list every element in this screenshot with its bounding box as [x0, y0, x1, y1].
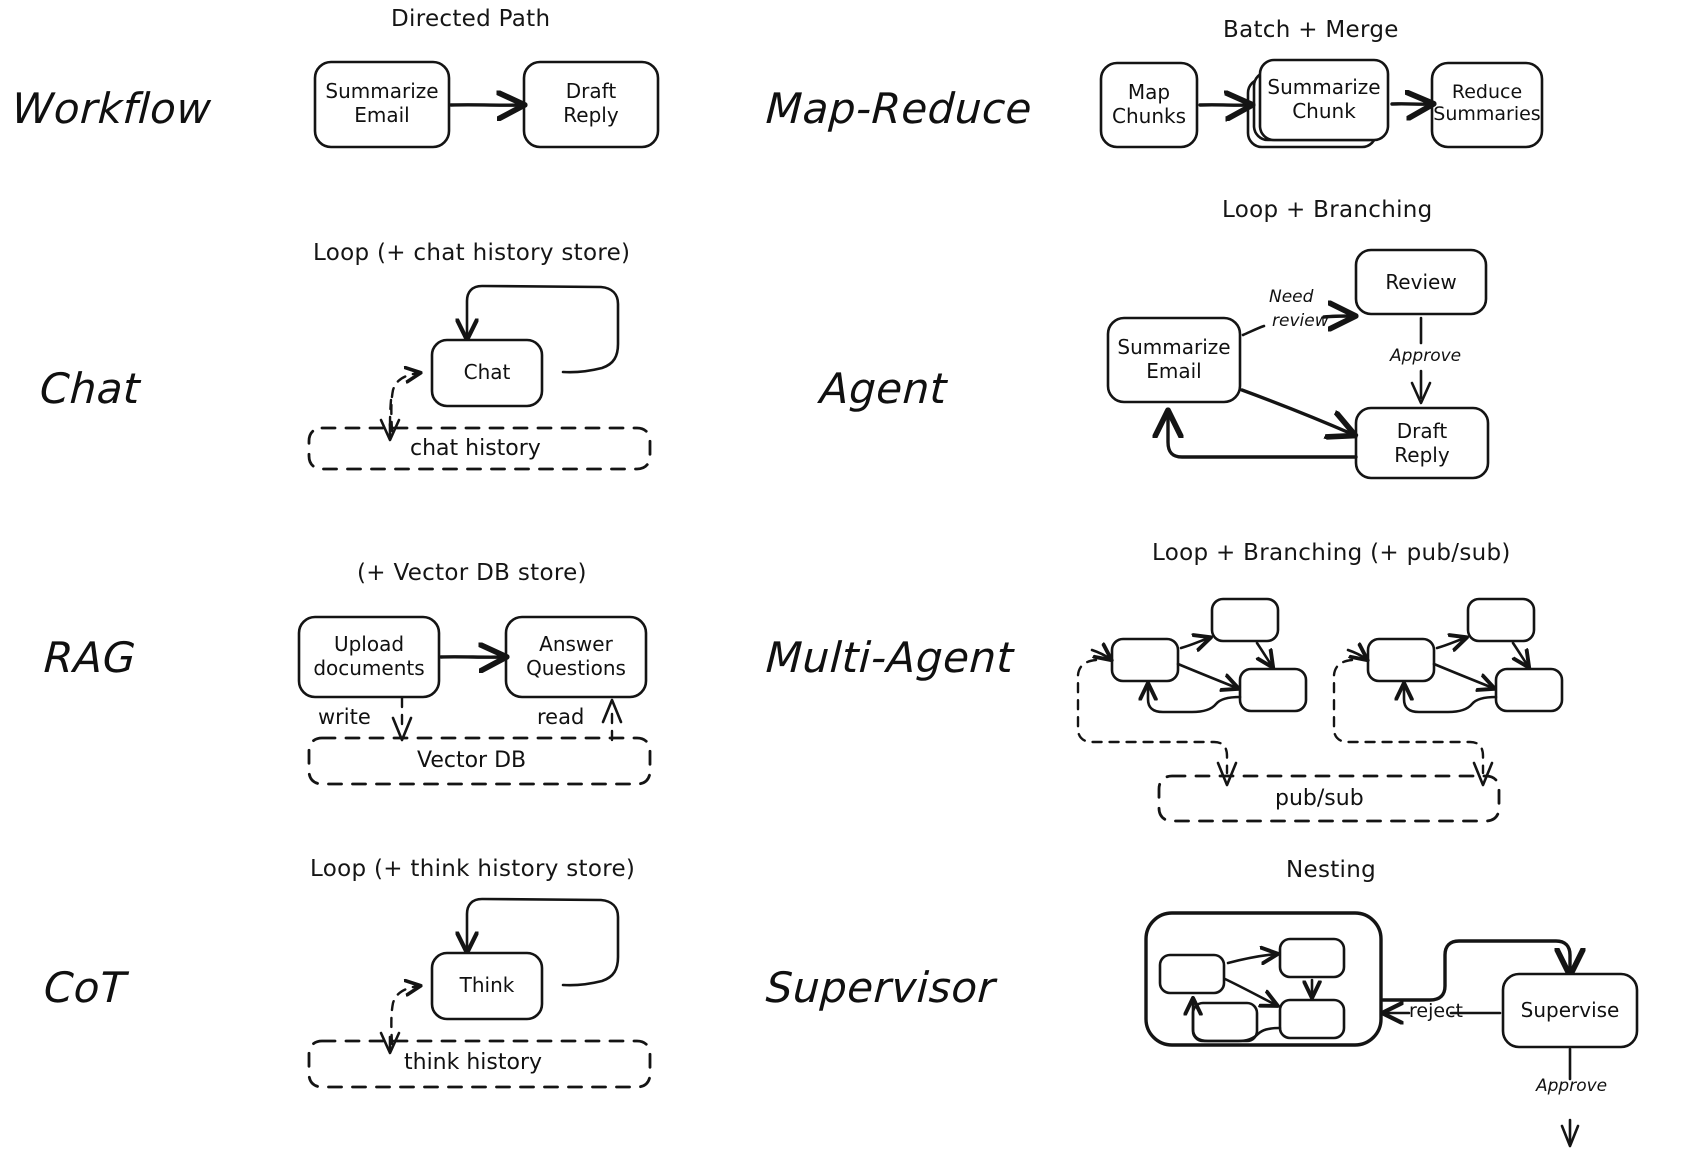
edge-a-left-to-right: [1176, 662, 1237, 688]
node-nested-left: [1158, 953, 1226, 995]
node-cluster-a-right: [1238, 667, 1308, 713]
multi-agent-graph: [1076, 597, 1564, 823]
store-label-chat-history: chat history: [410, 436, 541, 461]
node-answer-questions: [504, 615, 648, 699]
edge-label-reject: reject: [1409, 1000, 1463, 1022]
node-review: [1354, 248, 1488, 316]
edge-nested-to-supervise: [1381, 939, 1570, 1002]
edge-summarize-to-review-stub: [1241, 324, 1266, 337]
row-label-cot: CoT: [42, 963, 128, 1012]
edge-label-need-review-line1: Need: [1269, 287, 1314, 307]
row-label-multi-agent: Multi-Agent: [764, 633, 1015, 682]
store-label-vector-db: Vector DB: [417, 748, 527, 773]
edge-b-pubsub-in-arrow: [1346, 650, 1366, 659]
node-reduce-summaries: [1430, 61, 1544, 149]
row-label-supervisor: Supervisor: [764, 963, 997, 1012]
edge-a-pubsub-in-arrow: [1090, 650, 1110, 659]
edge-a-right-to-left: [1148, 685, 1242, 714]
caption-nesting: Nesting: [1286, 857, 1377, 883]
edge-chat-write-stem: [388, 398, 393, 432]
edge-approve-arrowhead: [1560, 1124, 1580, 1148]
agent-cluster-a: [1076, 597, 1308, 787]
edge-a-pubsub-arrowhead: [1216, 761, 1238, 787]
node-map-chunks: [1099, 61, 1199, 149]
edge-b-pubsub-dashed: [1332, 658, 1485, 775]
workflow-graph: [313, 60, 660, 149]
edge-review-to-draft-arrowhead: [1410, 381, 1432, 405]
store-label-think-history: think history: [404, 1050, 543, 1075]
row-label-rag: RAG: [42, 633, 138, 682]
node-cluster-a-top: [1210, 597, 1280, 643]
row-label-map-reduce: Map-Reduce: [764, 84, 1034, 133]
edge-label-read: read: [537, 705, 585, 729]
edge-b-pubsub-arrowhead: [1472, 761, 1494, 787]
map-reduce-graph: [1099, 58, 1544, 149]
edge-a-left-to-top: [1179, 638, 1209, 648]
node-summarize-email-agent: [1106, 316, 1242, 404]
edge-chathistory-read: [390, 373, 419, 433]
edge-label-approve-agent: Approve: [1390, 346, 1462, 366]
edge-thinkhistory-read: [390, 986, 419, 1046]
edge-b-right-to-left: [1404, 685, 1498, 714]
supervisor-graph: [1144, 911, 1639, 1148]
agent-cluster-b: [1332, 597, 1564, 787]
caption-loop-branching: Loop + Branching: [1222, 197, 1433, 223]
node-think: [430, 951, 544, 1021]
edge-summarize-to-review: [1322, 316, 1352, 317]
row-label-chat: Chat: [38, 364, 142, 413]
node-nested-top-dup: [1191, 1001, 1259, 1043]
row-label-agent: Agent: [818, 364, 949, 413]
node-draft-reply-agent: [1354, 406, 1490, 480]
store-label-pub-sub: pub/sub: [1275, 786, 1364, 811]
node-cluster-b-top: [1466, 597, 1536, 643]
store-pub-sub: [1157, 774, 1501, 823]
node-chat: [430, 338, 544, 408]
agent-graph: [1106, 248, 1490, 480]
caption-loop-think: Loop (+ think history store): [310, 856, 636, 882]
edge-nested-left-to-top: [1226, 954, 1276, 963]
caption-batch-merge: Batch + Merge: [1223, 17, 1399, 43]
cot-graph: [307, 897, 652, 1089]
edge-label-write: write: [318, 705, 371, 729]
caption-loop-branching-pubsub: Loop + Branching (+ pub/sub): [1152, 540, 1511, 566]
chat-graph: [307, 284, 652, 471]
edge-b-left-to-right: [1432, 662, 1493, 688]
node-nested-top: [1278, 937, 1346, 979]
store-chat-history: [307, 426, 652, 471]
edge-read-arrowhead: [601, 698, 623, 724]
node-summarize-chunk: [1258, 58, 1390, 142]
edge-summarize-to-draft-agent: [1240, 388, 1352, 434]
nested-agent-container: [1144, 911, 1383, 1047]
edge-a-pubsub-dashed: [1076, 658, 1229, 775]
edge-draft-to-summarize-loop: [1168, 414, 1358, 459]
caption-loop-chat: Loop (+ chat history store): [313, 240, 631, 266]
edge-label-need-review-line2: review: [1272, 311, 1329, 331]
edge-b-top-to-right: [1511, 641, 1528, 666]
edge-think-self-loop: [467, 897, 620, 987]
node-supervise: [1501, 972, 1639, 1049]
edge-label-approve-supervisor: Approve: [1536, 1076, 1608, 1096]
edge-b-left-to-top: [1435, 638, 1465, 648]
row-label-workflow: Workflow: [10, 84, 213, 133]
edge-chat-self-loop: [467, 284, 620, 374]
caption-vector-db-store: (+ Vector DB store): [357, 560, 587, 586]
rag-graph: [297, 615, 652, 786]
node-draft-reply: [522, 60, 660, 149]
node-summarize-email: [313, 60, 451, 149]
edge-nested-right-to-left: [1193, 1000, 1282, 1043]
node-cluster-a-left: [1110, 637, 1180, 683]
caption-directed-path: Directed Path: [391, 6, 551, 32]
edge-a-top-to-right: [1255, 641, 1272, 666]
edge-write-arrowhead: [391, 716, 413, 742]
node-cluster-b-left: [1366, 637, 1436, 683]
node-cluster-b-right: [1494, 667, 1564, 713]
node-upload-documents: [297, 615, 441, 699]
node-nested-right: [1278, 998, 1346, 1040]
edge-nested-left-to-right: [1223, 977, 1276, 1005]
